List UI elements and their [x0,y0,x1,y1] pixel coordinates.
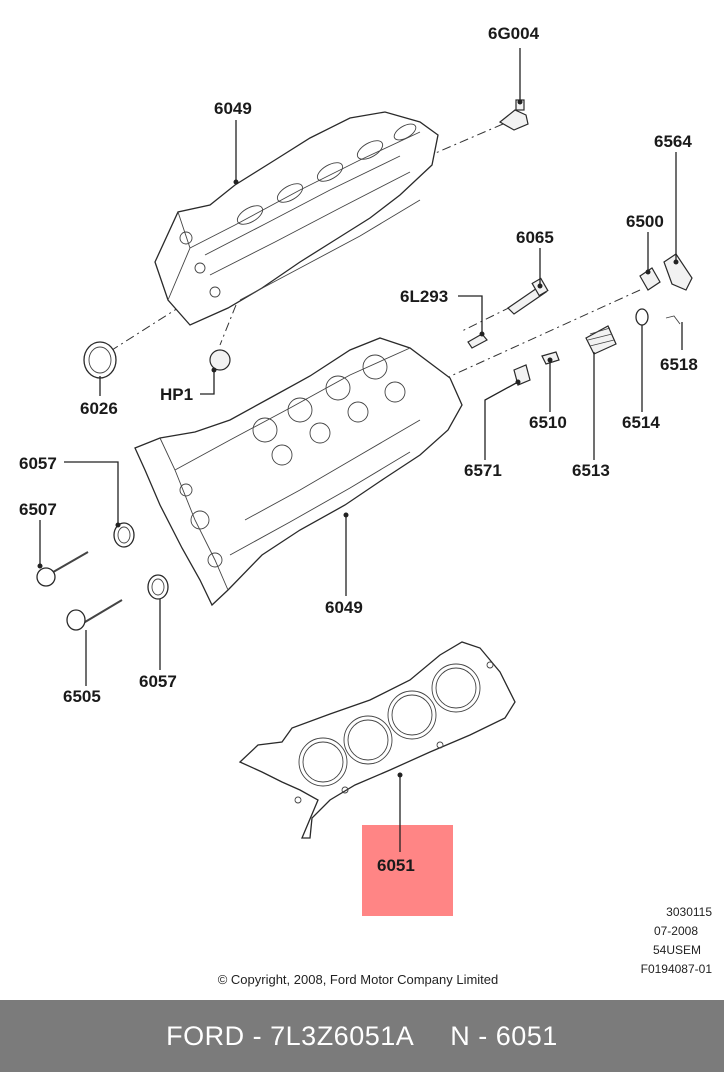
retainer-6514 [635,308,649,326]
clip-6518 [665,315,681,325]
label-6510: 6510 [529,413,567,432]
label-6505: 6505 [63,687,101,706]
meta-line-2: 07-2008 [654,924,698,938]
meta-line-4: F0194087-01 [641,962,713,976]
label-6026: 6026 [80,399,118,418]
label-6057-top: 6057 [19,454,57,473]
dowel-6l293 [467,333,488,349]
exploded-parts-diagram: 6G004 6049 6564 6500 6065 6L293 6518 602… [19,24,713,987]
bolt-6065 [507,277,549,315]
seal-6026 [83,341,117,379]
label-6065: 6065 [516,228,554,247]
footer-brand-part: FORD - 7L3Z6051A [166,1020,415,1051]
head-gasket [238,641,516,839]
label-6l293: 6L293 [400,287,448,306]
meta-line-1: 3030115 [666,905,712,919]
part-number-footer: FORD - 7L3Z6051A N - 6051 [0,1000,724,1072]
seat-6057-top [113,522,135,548]
sensor-6g004 [498,99,529,131]
leader-dots [37,99,679,778]
rocker-6564 [663,253,693,291]
label-6514: 6514 [622,413,660,432]
label-6507: 6507 [19,500,57,519]
valve-6505 [66,599,123,631]
drawing-metadata: 3030115 07-2008 54USEM F0194087-01 [641,905,713,976]
label-6564: 6564 [654,132,692,151]
label-6513: 6513 [572,461,610,480]
plug-hp1 [209,349,231,371]
label-6g004: 6G004 [488,24,540,43]
label-6051: 6051 [377,856,415,875]
label-6518: 6518 [660,355,698,374]
spring-6513 [585,325,617,355]
label-6057-bottom: 6057 [139,672,177,691]
cylinder-head-lower [134,337,463,607]
meta-line-3: 54USEM [653,943,701,957]
highlight-box-6051 [362,825,453,916]
footer-ref: N - 6051 [450,1020,558,1051]
label-6571: 6571 [464,461,502,480]
label-6500: 6500 [626,212,664,231]
valve-6507 [36,551,89,587]
label-6049-bottom: 6049 [325,598,363,617]
label-6049-top: 6049 [214,99,252,118]
seat-6057-bottom [147,574,169,600]
label-hp1: HP1 [160,385,193,404]
leader-lines [39,48,683,852]
cylinder-head-upper [154,111,439,326]
part-labels: 6G004 6049 6564 6500 6065 6L293 6518 602… [19,24,698,875]
copyright-text: © Copyright, 2008, Ford Motor Company Li… [218,972,499,987]
